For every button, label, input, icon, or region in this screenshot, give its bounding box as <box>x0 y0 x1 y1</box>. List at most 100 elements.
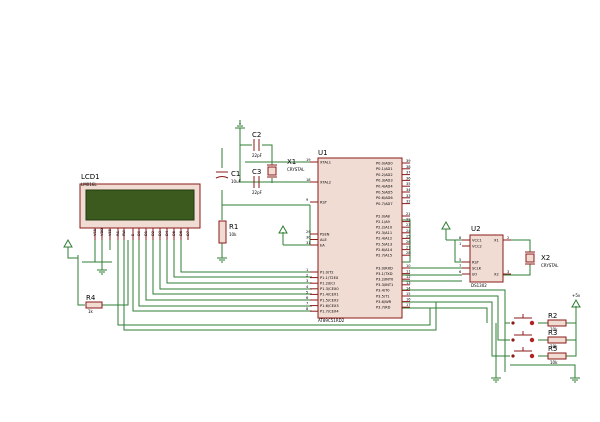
rtc-pin-label: X1 <box>494 238 499 242</box>
mcu-pin-number: 36 <box>406 176 411 180</box>
mcu-pin-number: 28 <box>406 251 411 255</box>
rtc-pin-number: 8 <box>459 236 462 240</box>
mcu-pin-number: 5 <box>306 290 308 294</box>
wire-p1-2 <box>166 240 312 284</box>
power-arrow-icon <box>278 224 288 234</box>
rtc-pin-number: 7 <box>459 264 461 268</box>
mcu-pin-label: P2.2/A10 <box>376 226 393 230</box>
mcu-pin-number: 23 <box>406 223 411 227</box>
mcu-pin-label: P2.3/A11 <box>376 231 392 235</box>
c3-ref: C3 <box>252 168 261 176</box>
rtc-pin-number: 1 <box>459 242 461 246</box>
mcu-pin-number: 3 <box>306 279 308 283</box>
rtc-pin-label: X2 <box>494 272 499 276</box>
rtc-pin-label: I/O <box>472 272 477 276</box>
resistor-r3: R3 10k <box>547 329 567 349</box>
x1-ref: X1 <box>287 158 296 166</box>
mcu-pin-label: P0.7/AD7 <box>376 202 393 206</box>
lcd-pin-label: E <box>131 233 135 236</box>
c2-val: 22pF <box>252 153 263 158</box>
power-arrow-icon <box>571 298 581 308</box>
x2-val: CRYSTAL <box>541 263 559 268</box>
mcu-pin-label: P3.5/T1 <box>376 294 390 298</box>
mcu-pin-label: RST <box>320 200 328 204</box>
mcu-pin-number: 27 <box>406 246 411 250</box>
mcu-pin-number: 30 <box>306 236 311 240</box>
r1-val: 10k <box>229 232 237 237</box>
mcu-pin-label: P2.5/A13 <box>376 242 392 246</box>
rtc-pin-number: 3 <box>507 270 509 274</box>
mcu-pin-number: 11 <box>406 270 411 274</box>
r4-ref: R4 <box>86 294 96 302</box>
mcu-pin-label: XTAL1 <box>320 160 331 164</box>
mcu-pin-number: 16 <box>406 298 411 302</box>
resistor-r2: R2 10k <box>547 312 567 332</box>
push-button-3 <box>511 347 535 359</box>
wire-xtal-top <box>262 144 273 162</box>
r1-ref: R1 <box>229 223 238 231</box>
mcu-pin-label: P2.0/A8 <box>376 214 391 218</box>
ground-icon <box>235 120 245 129</box>
wire-rtc-x2 <box>503 264 531 276</box>
mcu-pin-number: 24 <box>406 229 411 233</box>
mcu-pin-label: P1.2/ECI <box>320 282 335 286</box>
mcu-u1: U1 AT89C51RD2 19XTAL118XTAL29RST29PSEN30… <box>306 149 411 323</box>
lcd-pin-label: D4 <box>165 230 169 236</box>
lcd-pin-label: D1 <box>144 231 148 236</box>
crystal-x2: X2 CRYSTAL <box>525 251 559 268</box>
mcu-pin-number: 13 <box>406 281 411 285</box>
wire-key3 <box>402 301 510 357</box>
mcu-pin-number: 12 <box>406 275 411 279</box>
wire-rtc-x1 <box>503 239 531 252</box>
ground-icon <box>570 377 580 383</box>
mcu-pin-number: 25 <box>406 234 411 238</box>
ground-icon <box>491 377 501 383</box>
mcu-pin-label: P2.1/A9 <box>376 220 391 224</box>
capacitor-c1: C1 10uF <box>215 170 242 184</box>
mcu-pin-number: 2 <box>306 274 308 278</box>
wire-p2-0 <box>402 219 411 263</box>
mcu-pin-label: P1.3/CEX0 <box>320 287 339 291</box>
mcu-pin-label: P1.1/T2EX <box>320 276 339 280</box>
lcd-pin-label: D0 <box>137 230 141 236</box>
mcu-pins: 19XTAL118XTAL29RST29PSEN30ALE31EA1P1.0/T… <box>306 158 411 314</box>
mcu-pin-number: 22 <box>406 218 411 222</box>
mcu-pin-label: P1.7/CEX4 <box>320 310 339 314</box>
push-button-2 <box>511 331 535 343</box>
wire-rtc-vcc <box>454 239 462 263</box>
rtc-pin-number: 6 <box>459 270 462 274</box>
mcu-pin-label: XTAL2 <box>320 180 331 184</box>
r3-ref: R3 <box>548 329 557 337</box>
mcu-pin-number: 38 <box>406 165 411 169</box>
mcu-pin-number: 6 <box>306 296 309 300</box>
rtc-body <box>469 234 504 283</box>
mcu-pin-label: P3.1/TXD <box>376 272 393 276</box>
x2-ref: X2 <box>541 254 550 262</box>
lcd-pin-label: VSS <box>93 228 97 236</box>
wire-keys-right <box>538 322 548 357</box>
power-arrow-icon <box>63 238 73 250</box>
wire-p1-7 <box>132 240 312 312</box>
rtc-pin-number: 2 <box>507 236 509 240</box>
mcu-pin-number: 39 <box>406 159 411 163</box>
wire-p1-3 <box>159 240 312 290</box>
crystal-x1: X1 CRYSTAL <box>267 158 305 178</box>
mcu-pin-number: 26 <box>406 240 411 244</box>
mcu-pin-label: ALE <box>320 238 327 242</box>
lcd-pin-label: D2 <box>151 231 155 236</box>
r5-ref: R5 <box>548 345 557 353</box>
wire-keys-bot <box>504 323 576 378</box>
mcu-pin-label: P0.5/AD5 <box>376 190 393 194</box>
power-symbols: +5v <box>63 220 581 308</box>
mcu-pin-number: 21 <box>406 212 411 216</box>
mcu-pin-label: P1.4/CEX1 <box>320 293 339 297</box>
mcu-pin-label: P3.0/RXD <box>376 266 393 270</box>
lcd-ref: LCD1 <box>81 173 100 181</box>
mcu-pin-label: EA <box>320 243 325 247</box>
wire-p1-1 <box>173 240 312 278</box>
vcc-label: +5v <box>572 293 581 298</box>
mcu-pin-label: P2.7/A15 <box>376 254 392 258</box>
